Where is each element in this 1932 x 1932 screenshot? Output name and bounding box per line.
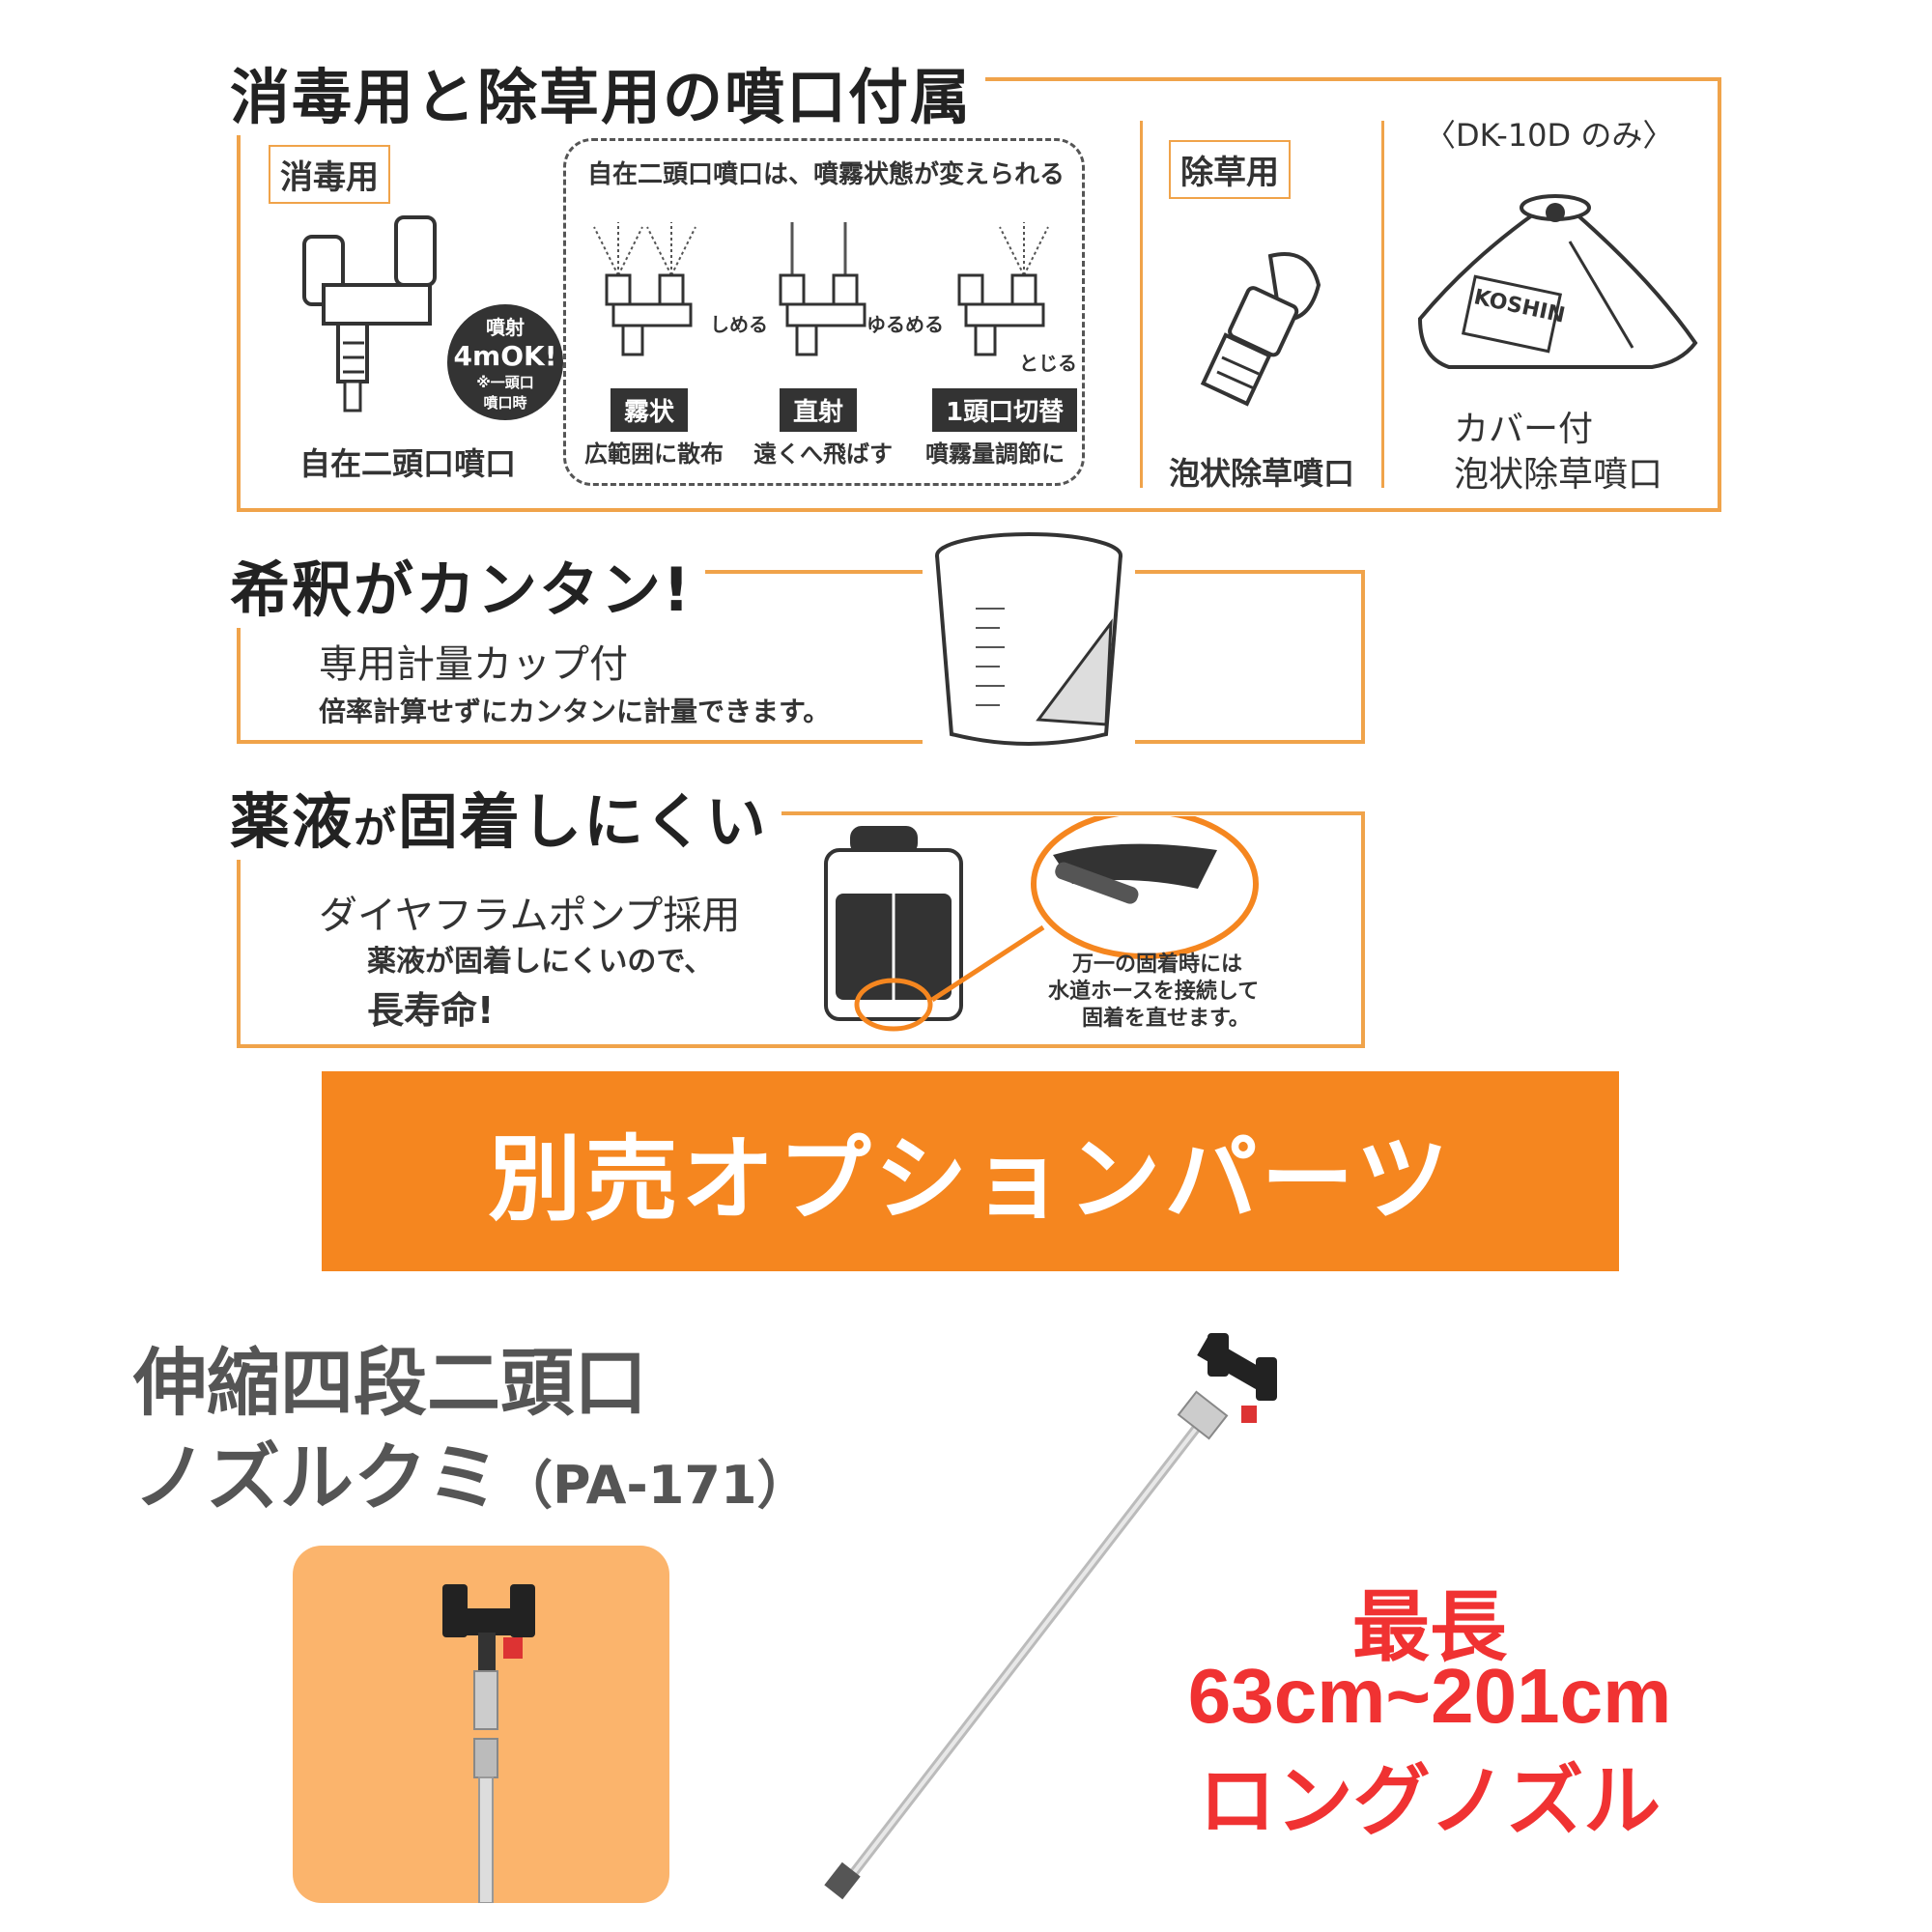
section2-frame: [237, 570, 1365, 744]
product-name-text: ノズルクミ: [133, 1435, 500, 1520]
section3-line3: 長寿命!: [367, 989, 495, 1032]
section3-line2: 薬液が固着しにくいので、: [367, 945, 714, 979]
pump-note-1: 万一の固着時には: [1072, 952, 1243, 977]
mode-desc-mist: 広範囲に散布: [584, 440, 724, 468]
dk-only-note: 〈DK-10D のみ〉: [1425, 117, 1674, 154]
product-name-line2: ノズルクミ（PA-171）: [133, 1418, 810, 1524]
mode-desc-single: 噴霧量調節に: [925, 440, 1065, 468]
pump-note-2: 水道ホースを接続して: [1048, 980, 1260, 1004]
tag-disinfect: 消毒用: [269, 145, 390, 204]
divider-2: [1381, 121, 1384, 488]
foam-nozzle-caption: 泡状除草噴口: [1169, 455, 1355, 492]
pump-note-3: 固着を直せます。: [1082, 1007, 1250, 1031]
spray-mode-illustrations: [593, 222, 1049, 356]
banner-label: 別売オプションパーツ: [488, 1125, 1453, 1234]
op-close: しめる: [710, 313, 768, 336]
badge-line3: ※一頭口: [476, 374, 534, 391]
spray-modes-header: 自在二頭口噴口は、噴霧状態が変えられる: [587, 160, 1065, 189]
section3-frame: [237, 811, 1365, 1048]
spray-modes-panel: [563, 138, 1085, 486]
pump-illustration: [824, 816, 1259, 1032]
spec-line2: 63cm~201cm: [1187, 1653, 1672, 1739]
foam-nozzle-illustration: [1200, 252, 1321, 407]
option-parts-banner: 別売オプションパーツ: [322, 1071, 1619, 1271]
op-shut: とじる: [1019, 352, 1077, 375]
mode-label-mist: 霧状: [611, 388, 689, 432]
twin-nozzle-caption: 自在二頭口噴口: [299, 445, 517, 482]
section3-title-c: 固着しにくい: [398, 786, 768, 857]
section2-line2: 倍率計算せずにカンタンに計量できます。: [319, 696, 831, 727]
twin-nozzle-illustration: [302, 215, 437, 412]
badge-line4: 噴口時: [483, 394, 527, 412]
spec-line3: ロングノズル: [1198, 1758, 1662, 1844]
section3-title-b: が: [354, 804, 399, 853]
spec-line1: 最長: [1352, 1584, 1507, 1670]
cover-caption-1: カバー付: [1454, 410, 1594, 449]
full-length-nozzle-image: [824, 1333, 1277, 1900]
section1-title: 消毒用と除草用の噴口付属: [230, 48, 986, 135]
section2-line1: 専用計量カップ付: [319, 642, 628, 687]
product-name-line1: 伸縮四段二頭口: [133, 1340, 647, 1426]
mode-label-straight: 直射: [780, 388, 858, 432]
section3-line1: ダイヤフラムポンプ採用: [319, 894, 741, 938]
section3-title: 薬液が固着しにくい: [230, 773, 781, 860]
mode-desc-straight: 遠くへ飛ばす: [753, 440, 893, 468]
product-thumbnail[interactable]: [293, 1546, 669, 1903]
mode-label-single: 1頭口切替: [932, 388, 1078, 432]
thumbnail-nozzle-image: [442, 1584, 535, 1903]
section3-title-a: 薬液: [230, 786, 355, 857]
covered-foam-nozzle-illustration: [1417, 194, 1698, 369]
cover-caption-2: 泡状除草噴口: [1454, 455, 1663, 495]
tag-weed: 除草用: [1169, 140, 1291, 199]
badge-line2: 4mOK!: [453, 340, 557, 372]
spray-range-badge: 噴射 4mOK! ※一頭口 噴口時: [447, 304, 563, 420]
op-loosen: ゆるめる: [867, 313, 944, 336]
divider-1: [1140, 121, 1143, 488]
badge-line1: 噴射: [486, 316, 525, 339]
product-model: （PA-171）: [500, 1455, 810, 1516]
section2-title: 希釈がカンタン!: [230, 541, 706, 628]
measuring-cup-illustration: [923, 526, 1135, 753]
